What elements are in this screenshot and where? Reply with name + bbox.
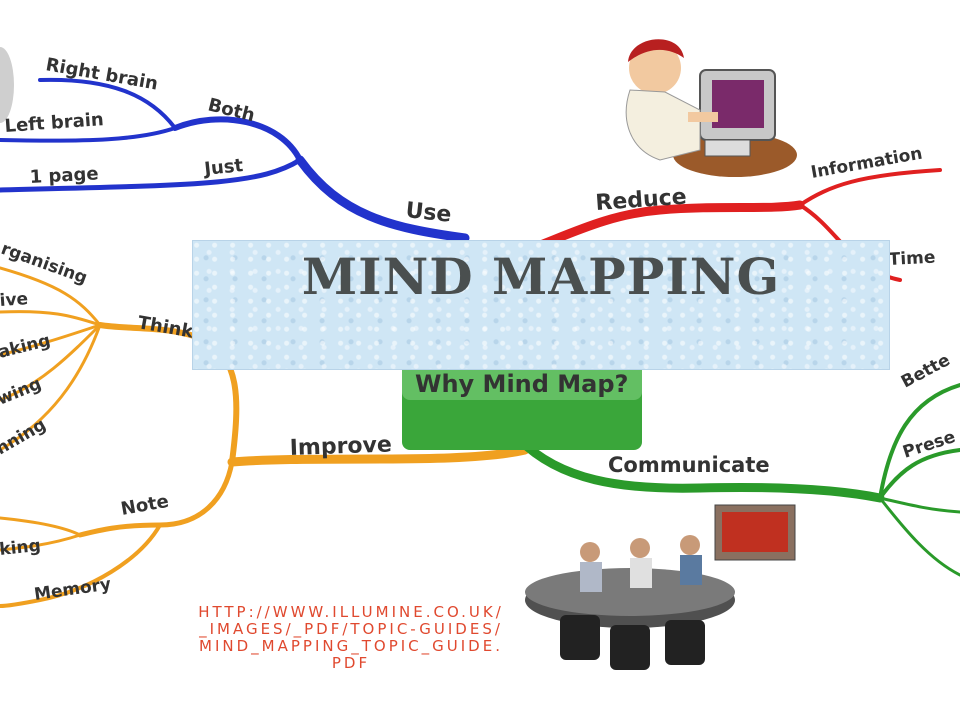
time-label: Time <box>888 248 936 270</box>
right-brain-label: Right brain <box>44 54 159 94</box>
page-title: MIND MAPPING <box>301 247 781 306</box>
woman-computer-illustration <box>625 39 797 177</box>
one-page-label: 1 page <box>29 163 99 188</box>
center-node: Why Mind Map? <box>402 350 642 450</box>
better-label: Bette <box>898 350 954 392</box>
memory-label: Memory <box>33 574 112 605</box>
decision-label: aking <box>0 331 53 363</box>
left-brain-label: Left brain <box>4 109 105 137</box>
source-url-link[interactable]: HTTP://WWW.ILLUMINE.CO.UK/_IMAGES/_PDF/T… <box>198 603 504 672</box>
communicate-branch-lines <box>515 383 960 577</box>
use-label: Use <box>404 198 452 228</box>
creative-label: ive <box>0 289 29 311</box>
drawing-label: wing <box>0 374 44 410</box>
improve-label: Improve <box>289 432 392 461</box>
center-node-label: Why Mind Map? <box>415 370 628 398</box>
organising-label: rganising <box>0 239 90 289</box>
planning-label: nning <box>0 415 50 459</box>
communicate-label: Communicate <box>608 453 770 477</box>
note-label: Note <box>119 491 170 520</box>
use-branch-lines <box>0 77 470 243</box>
just-label: Just <box>201 155 244 180</box>
meeting-room-illustration <box>525 504 796 670</box>
think-label: Think <box>136 312 196 343</box>
note-taking-label: king <box>0 536 42 560</box>
title-banner: MIND MAPPING <box>192 240 890 370</box>
left-edge-node <box>0 47 14 123</box>
